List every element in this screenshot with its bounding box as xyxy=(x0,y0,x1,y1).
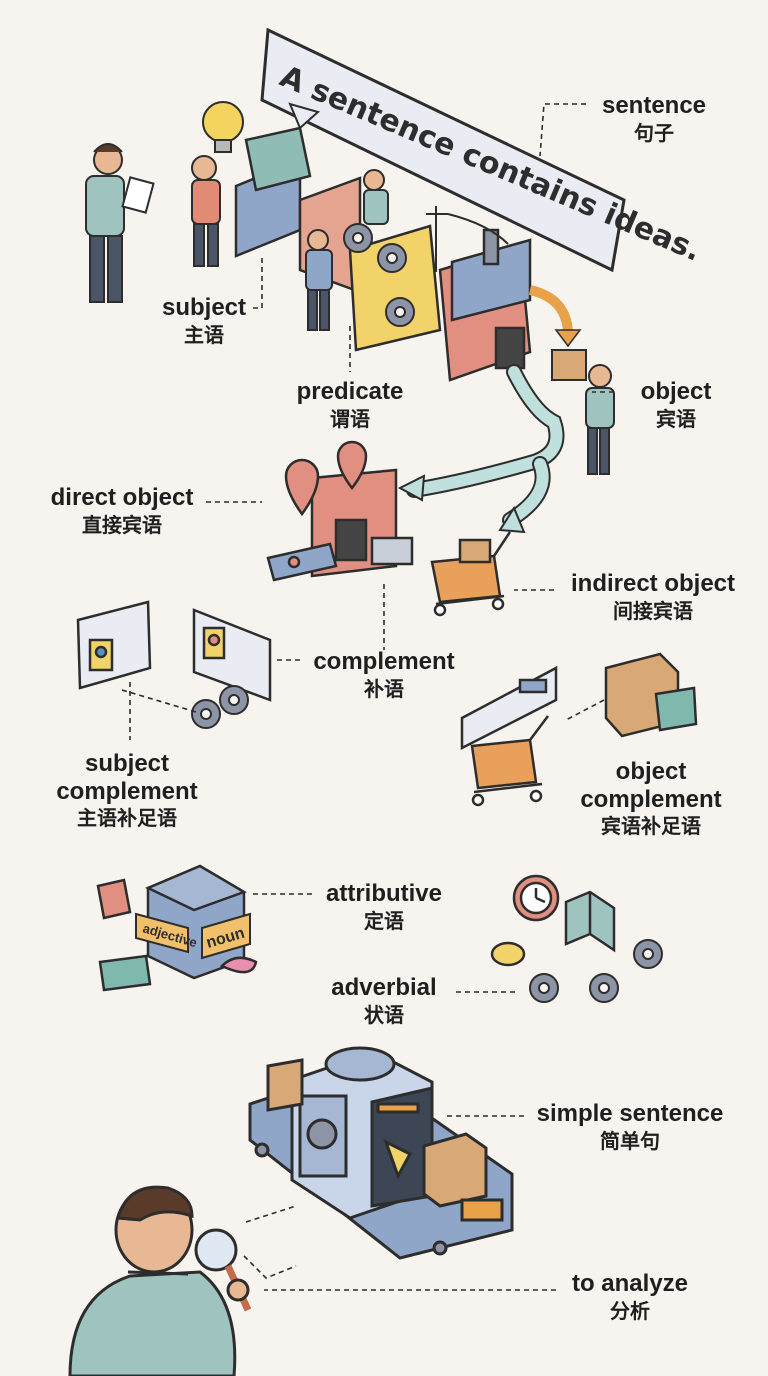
scanner-machine xyxy=(248,1046,514,1260)
gear-icon xyxy=(589,973,619,1003)
attributive-cube xyxy=(96,864,258,992)
clock-icon xyxy=(512,874,560,922)
label-subject-complement-zh: 主语补足语 xyxy=(77,806,177,831)
label-subject-en: subject xyxy=(161,294,247,321)
object-complement-cart xyxy=(470,715,549,807)
label-direct-object-zh: 直接宾语 xyxy=(82,512,162,537)
label-to-analyze: to analyze 分析 xyxy=(560,1270,700,1323)
label-subject: subject 主语 xyxy=(156,294,252,347)
label-direct-object: direct object 直接宾语 xyxy=(36,484,208,537)
label-object-zh: 宾语 xyxy=(656,406,696,431)
gear-icon xyxy=(191,699,221,729)
label-indirect-object-zh: 间接宾语 xyxy=(613,598,693,623)
person-carrying-box xyxy=(551,349,615,475)
label-subject-complement-en1: subject xyxy=(84,750,170,777)
direct-object-machine xyxy=(266,440,414,582)
person-magnifier xyxy=(68,1185,252,1376)
label-indirect-object: indirect object 间接宾语 xyxy=(560,570,746,623)
gear-icon xyxy=(385,297,415,327)
gear-icon xyxy=(529,973,559,1003)
stopwatch-icon xyxy=(490,941,526,967)
label-sentence-zh: 句子 xyxy=(634,120,674,145)
worker-figures xyxy=(305,169,389,331)
label-to-analyze-zh: 分析 xyxy=(610,1298,650,1323)
label-predicate: predicate 谓语 xyxy=(288,378,412,431)
gear-icon xyxy=(343,223,373,253)
gear-icon xyxy=(633,939,663,969)
stacked-boxes xyxy=(604,652,698,738)
label-attributive: attributive 定语 xyxy=(314,880,454,933)
label-attributive-en: attributive xyxy=(325,880,442,907)
label-predicate-en: predicate xyxy=(296,378,404,405)
label-predicate-zh: 谓语 xyxy=(330,406,370,431)
utility-pole xyxy=(426,206,509,272)
label-direct-object-en: direct object xyxy=(50,484,194,511)
label-simple-sentence: simple sentence 简单句 xyxy=(526,1100,734,1153)
id-card-left xyxy=(76,600,152,690)
label-attributive-zh: 定语 xyxy=(364,908,404,933)
label-adverbial-zh: 状语 xyxy=(364,1002,404,1027)
person-reading xyxy=(85,143,155,303)
label-to-analyze-en: to analyze xyxy=(571,1270,689,1297)
label-indirect-object-en: indirect object xyxy=(570,570,736,597)
gear-icon xyxy=(219,685,249,715)
label-object-complement: object complement 宾语补足语 xyxy=(570,758,732,838)
label-object-complement-en2: complement xyxy=(580,785,722,813)
label-complement-zh: 补语 xyxy=(364,676,404,701)
label-subject-complement-en2: complement xyxy=(56,777,198,805)
leader-lines xyxy=(121,103,614,1291)
id-card-right xyxy=(192,608,272,702)
label-object: object 宾语 xyxy=(618,378,734,431)
label-simple-sentence-en: simple sentence xyxy=(536,1100,724,1127)
label-sentence: sentence 句子 xyxy=(594,92,714,145)
label-sentence-en: sentence xyxy=(601,92,707,119)
puzzle-blocks xyxy=(234,126,532,382)
label-object-complement-zh: 宾语补足语 xyxy=(601,814,701,839)
gear-icon xyxy=(377,243,407,273)
map-icon xyxy=(564,890,616,953)
orange-arrow xyxy=(528,285,573,333)
label-subject-zh: 主语 xyxy=(184,322,224,347)
label-subject-complement: subject complement 主语补足语 xyxy=(44,750,210,830)
tag-noun: noun xyxy=(201,912,251,960)
flow-arrows xyxy=(397,364,565,534)
label-complement-en: complement xyxy=(313,648,455,675)
label-complement: complement 补语 xyxy=(304,648,464,701)
label-object-complement-en1: object xyxy=(615,758,687,785)
label-object-en: object xyxy=(640,378,712,405)
indirect-object-cart xyxy=(430,531,512,617)
person-lightbulb xyxy=(191,101,244,267)
label-adverbial: adverbial 状语 xyxy=(324,974,444,1027)
label-simple-sentence-zh: 简单句 xyxy=(600,1128,660,1153)
label-adverbial-en: adverbial xyxy=(331,974,437,1001)
message-bubble xyxy=(460,665,558,751)
